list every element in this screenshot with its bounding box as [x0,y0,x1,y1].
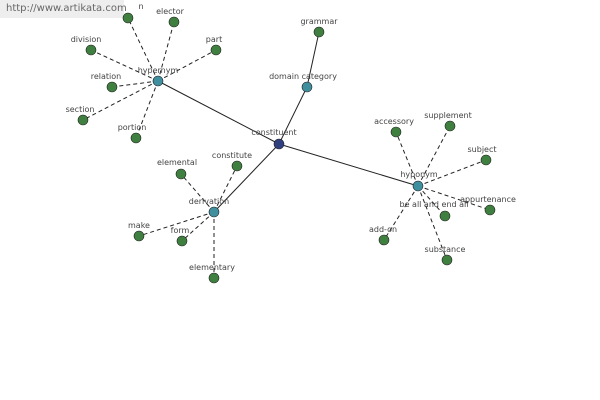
label-be-all-and-end-all: be all and end all [400,200,469,209]
node-elemental[interactable] [175,168,187,180]
label-supplement: supplement [424,111,471,120]
label-portion: portion [118,123,147,132]
label-section: section [66,105,95,114]
node-form[interactable] [176,235,188,247]
node-substance[interactable] [441,254,453,266]
edge-hyponym-appurtenance [417,185,491,211]
edge-hypernym-relation [111,80,159,88]
edge-hypernym-portion [135,80,159,139]
label-division: division [71,35,102,44]
edge-derivation-constitute [213,165,238,213]
label-make: make [128,221,150,230]
node-add-on[interactable] [378,234,390,246]
node-derivation[interactable] [208,206,220,218]
edge-hyponym-subject [417,159,487,187]
edge-derivation-elemental [180,173,215,213]
node-constituent[interactable] [273,138,285,150]
label-derivation: derivation [189,197,229,206]
edge-hypernym-part [157,49,217,82]
label-constitute: constitute [212,151,252,160]
site-watermark: http://www.artikata.com [0,0,127,18]
label-hyponym: hyponym [400,170,438,179]
edge-hypernym-section [82,80,159,121]
label-accessory: accessory [374,117,414,126]
node-division[interactable] [85,44,97,56]
label-domain-category: domain category [269,72,337,81]
edge-derivation-make [138,211,215,237]
edge-derivation-form [181,211,215,242]
edge-hyponym-substance [417,185,448,261]
node-n[interactable] [122,12,134,24]
node-hyponym[interactable] [412,180,424,192]
node-appurtenance[interactable] [484,204,496,216]
node-constitute[interactable] [231,160,243,172]
edge-constituent-hyponym [278,143,419,187]
edge-constituent-domain-category [278,86,308,145]
label-grammar: grammar [300,17,338,26]
label-n: n [138,2,143,11]
node-relation[interactable] [106,81,118,93]
edge-domain-grammar [306,31,320,88]
label-part: part [206,35,222,44]
label-add-on: add-on [369,225,397,234]
nodes[interactable]: constituent hypernym n elector division … [66,2,516,284]
label-elementary: elementary [189,263,235,272]
edge-constituent-hypernym [157,80,280,145]
edges [82,17,491,278]
label-elemental: elemental [157,158,197,167]
node-section[interactable] [77,114,89,126]
label-substance: substance [425,245,466,254]
node-grammar[interactable] [313,26,325,38]
edge-hyponym-add-on [383,185,419,241]
node-domain-category[interactable] [301,81,313,93]
edge-hyponym-accessory [395,131,419,187]
node-accessory[interactable] [390,126,402,138]
node-elementary[interactable] [208,272,220,284]
node-hypernym[interactable] [152,75,164,87]
edge-hypernym-elector [157,21,175,82]
edge-hypernym-n [127,17,159,82]
node-portion[interactable] [130,132,142,144]
edge-constituent-derivation [213,143,280,213]
label-constituent: constituent [251,128,296,137]
label-relation: relation [91,72,121,81]
label-form: form [171,226,190,235]
label-appurtenance: appurtenance [460,195,516,204]
node-supplement[interactable] [444,120,456,132]
label-subject: subject [468,145,497,154]
node-elector[interactable] [168,16,180,28]
edge-hypernym-division [90,49,159,82]
label-hypernym: hypernym [138,66,179,75]
edge-hyponym-supplement [417,125,451,187]
label-elector: elector [156,7,184,16]
node-make[interactable] [133,230,145,242]
node-subject[interactable] [480,154,492,166]
node-be-all-and-end-all[interactable] [439,210,451,222]
node-part[interactable] [210,44,222,56]
